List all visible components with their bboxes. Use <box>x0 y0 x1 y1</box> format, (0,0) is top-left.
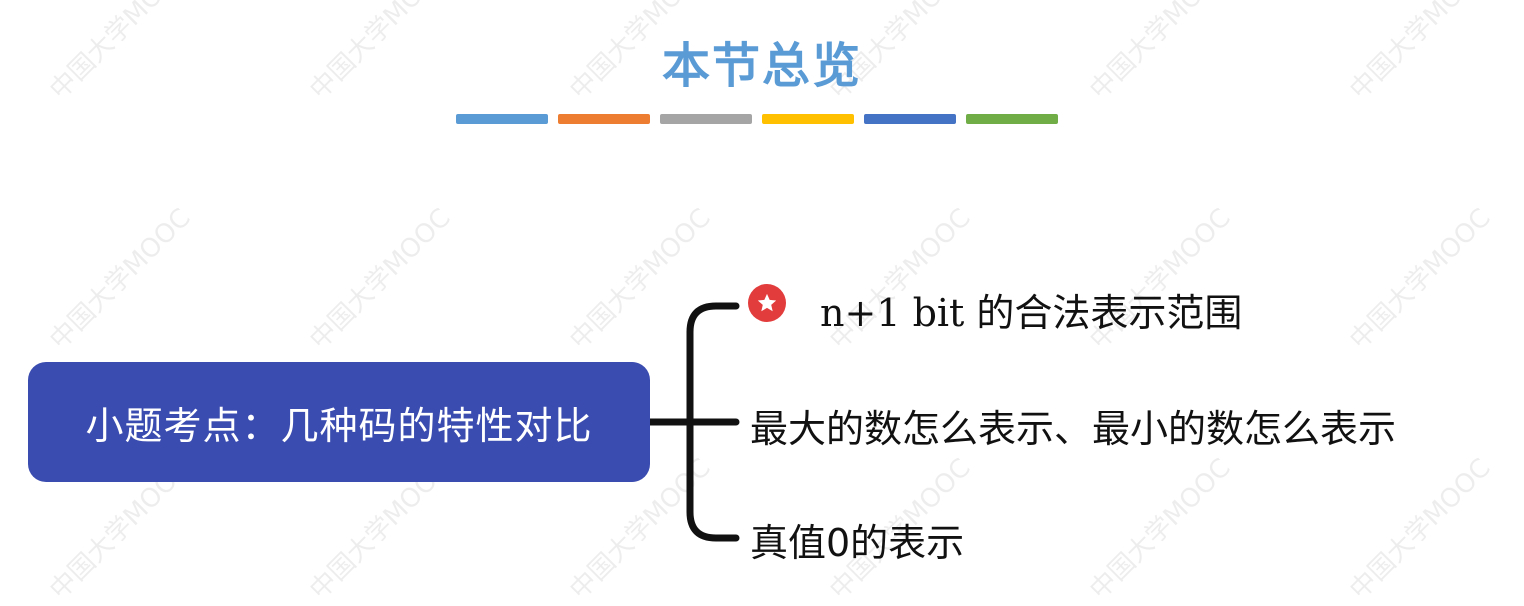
branch-node-max-min[interactable]: 最大的数怎么表示、最小的数怎么表示 <box>750 398 1396 453</box>
divider-bar-1 <box>456 114 548 124</box>
divider-bar-5 <box>864 114 956 124</box>
divider-bar-3 <box>660 114 752 124</box>
divider-bar-6 <box>966 114 1058 124</box>
branch-node-range[interactable]: n+1 bit 的合法表示范围 <box>748 282 1242 337</box>
star-icon <box>748 283 786 322</box>
title-divider <box>456 114 1058 124</box>
divider-bar-4 <box>762 114 854 124</box>
root-node-label: 小题考点：几种码的特性对比 <box>85 403 593 448</box>
root-node[interactable]: 小题考点：几种码的特性对比 <box>28 362 650 482</box>
branch-label: 最大的数怎么表示、最小的数怎么表示 <box>750 407 1397 451</box>
divider-bar-2 <box>558 114 650 124</box>
page-title: 本节总览 <box>661 38 862 94</box>
branch-node-zero[interactable]: 真值0的表示 <box>750 512 964 567</box>
branch-label: n+1 bit 的合法表示范围 <box>820 291 1243 335</box>
star-icon-glyph <box>757 293 777 311</box>
branch-label: 真值0的表示 <box>750 521 965 565</box>
